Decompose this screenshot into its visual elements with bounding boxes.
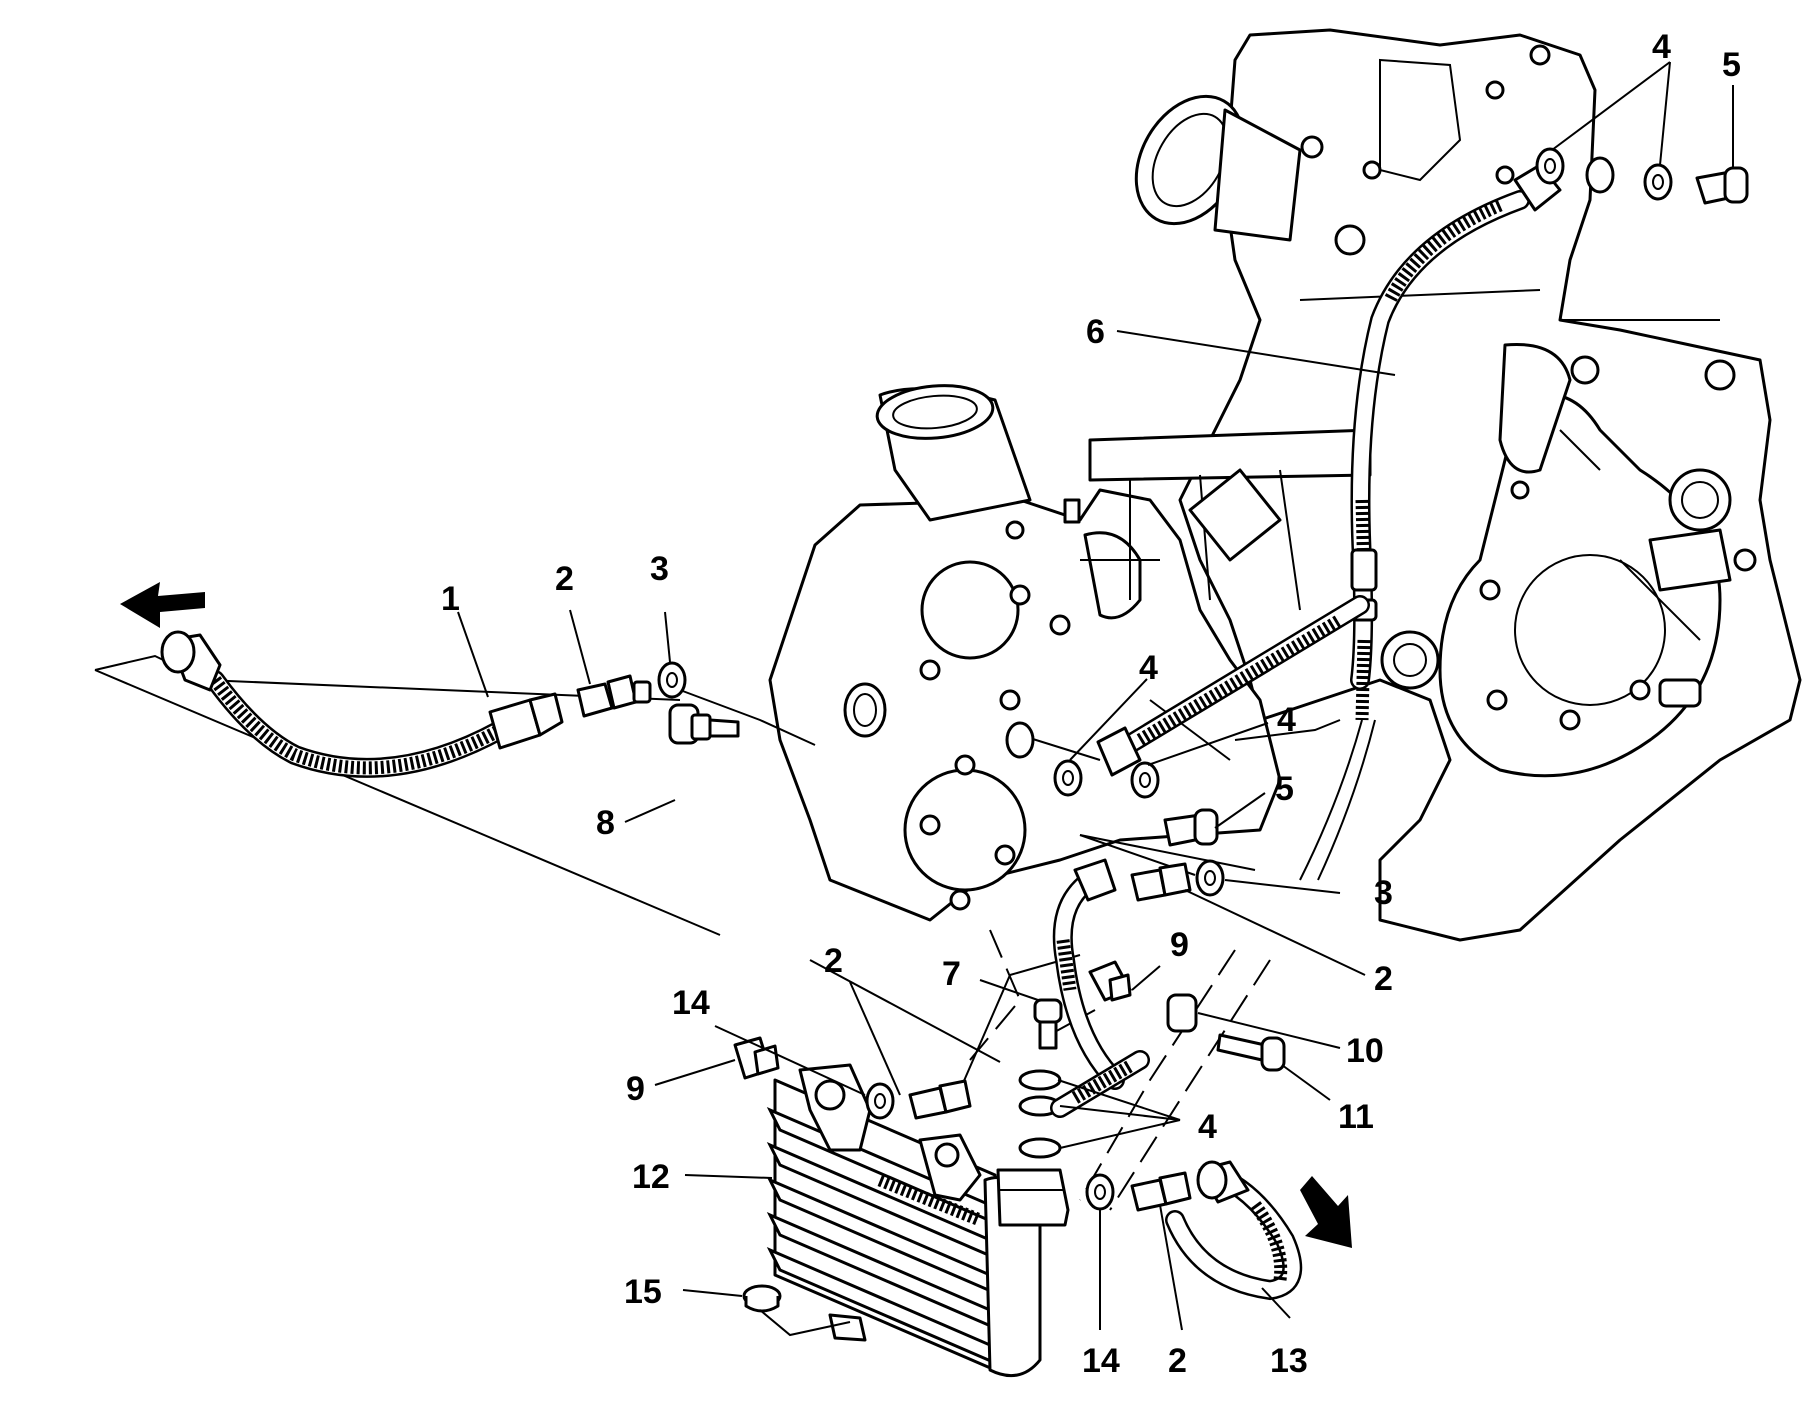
drain-plug-15: [742, 1284, 782, 1313]
spacer-10: [1166, 993, 1198, 1033]
flow-arrow-left: [120, 582, 205, 628]
callout-12: 12: [632, 1158, 670, 1196]
sealing-washer-3-top: [657, 661, 687, 699]
bolt-7: [1033, 998, 1063, 1050]
callout-4b: 4: [1139, 649, 1158, 687]
bolt-8: [668, 703, 740, 745]
union-fitting-2-top: [576, 674, 652, 718]
nut-9-upper: [1088, 960, 1132, 1002]
callout-7: 7: [942, 955, 961, 993]
callout-5a: 5: [1722, 46, 1741, 84]
sealing-washer-mid-head: [1005, 721, 1035, 759]
callout-15: 15: [624, 1273, 662, 1311]
return-hose-upper: [1052, 858, 1125, 1090]
flow-arrow-down: [1300, 1176, 1352, 1248]
callout-3b: 3: [1374, 874, 1393, 912]
callout-9b: 9: [626, 1070, 645, 1108]
callout-2b: 2: [1374, 960, 1393, 998]
union-fitting-2-mid: [1130, 862, 1192, 902]
callout-leaders: [457, 61, 1734, 1337]
union-fitting-2-cooler-upper: [908, 1079, 972, 1120]
callout-5b: 5: [1275, 770, 1294, 808]
callout-2c: 2: [824, 942, 843, 980]
oil-hose-13: [1165, 1160, 1352, 1301]
callout-2d: 2: [1168, 1342, 1187, 1380]
callout-13: 13: [1270, 1342, 1308, 1380]
callout-labels: 1 2 3 4 5 6 4 4 5 8 3 2 9 7 2 14 10 9 11…: [441, 28, 1741, 1380]
callout-3a: 3: [650, 550, 669, 588]
engine-crankcase: [1134, 28, 1802, 942]
branch-hose: [1096, 595, 1370, 777]
callout-4a: 4: [1652, 28, 1671, 66]
callout-11: 11: [1338, 1098, 1374, 1136]
sealing-washer-4-low-a: [1018, 1069, 1062, 1091]
front-cylinder-head: [768, 384, 1372, 922]
sealing-washer-14-lower: [1085, 1173, 1115, 1211]
lower-branch-hose: [1050, 1050, 1150, 1118]
callout-9a: 9: [1170, 926, 1189, 964]
sealing-washer-4-top-b: [1643, 163, 1673, 201]
sealing-washer-3-mid: [1195, 859, 1225, 897]
callout-6: 6: [1086, 313, 1105, 351]
banjo-bolt-5-mid: [1163, 808, 1219, 847]
callout-2a: 2: [555, 560, 574, 598]
callout-4c: 4: [1277, 701, 1296, 739]
oil-cooler-12: [766, 1063, 1070, 1378]
callout-1: 1: [441, 580, 460, 618]
sealing-washer-14-upper: [865, 1082, 895, 1120]
callout-14a: 14: [672, 984, 710, 1022]
union-fitting-2-cooler-lower: [1130, 1171, 1192, 1212]
banjo-bolt-5-top: [1695, 166, 1749, 205]
oil-hose-1: [120, 582, 564, 778]
callout-4d: 4: [1198, 1108, 1217, 1146]
bolt-11: [1216, 1033, 1286, 1072]
sealing-washer-4-mid-b: [1130, 761, 1160, 799]
callout-8: 8: [596, 804, 615, 842]
sealing-washer-4-mid-a: [1053, 759, 1083, 797]
sealing-washer-4-top-a: [1535, 147, 1565, 185]
callout-10: 10: [1346, 1032, 1384, 1070]
callout-14b: 14: [1082, 1342, 1120, 1380]
sealing-washer-4-low-c: [1018, 1137, 1062, 1159]
